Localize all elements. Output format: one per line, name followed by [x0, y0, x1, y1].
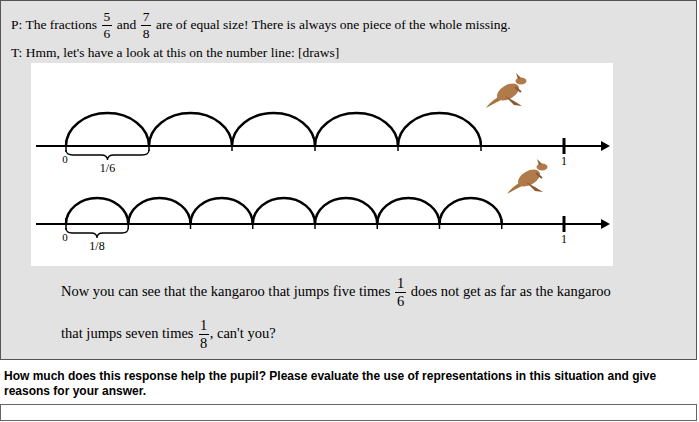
fraction-denominator: 6 [397, 294, 404, 309]
number-line-illustration [31, 63, 613, 266]
transcript-text: Now you can see that the kangaroo that j… [61, 284, 390, 300]
axis-label: 1 [561, 155, 567, 168]
transcript-panel: 0 1/6 1 0 1/8 1 P: The fractions 5 6 and 7 8 are of … [0, 0, 697, 360]
fraction-denominator: 8 [143, 27, 150, 41]
fraction-denominator: 6 [103, 27, 110, 41]
question-text: How much does this response help the pup… [4, 369, 694, 399]
transcript-text: P: The fractions [11, 18, 97, 33]
fraction-bar [395, 292, 405, 293]
number-line [36, 113, 610, 160]
fraction-denominator: 8 [200, 336, 207, 351]
fraction-numerator: 1 [397, 276, 404, 291]
fraction-bar [141, 25, 151, 26]
transcript-text: T: Hmm, let's have a look at this on the… [11, 46, 339, 61]
fraction-bar [102, 25, 112, 26]
axis-label: 0 [62, 153, 68, 165]
fraction-label: 1/8 [89, 240, 104, 253]
fraction-label: 1/6 [100, 162, 115, 175]
kangaroo [486, 73, 527, 108]
transcript-text: are of equal size! There is always one p… [156, 18, 511, 33]
fraction-numerator: 1 [200, 318, 207, 333]
axis-label: 0 [62, 231, 68, 243]
fraction-numerator: 7 [143, 10, 150, 24]
axis-label: 1 [561, 233, 567, 246]
number-line-panel: 0 1/6 1 0 1/8 1 [31, 63, 613, 266]
answer-box [0, 404, 697, 421]
fraction-numerator: 5 [103, 10, 110, 24]
transcript-text: does not get as far as the kangaroo [411, 284, 611, 300]
fraction-bar [199, 334, 209, 335]
transcript-text: that jumps seven times [61, 326, 194, 342]
transcript-text: and [117, 18, 137, 33]
number-line [36, 198, 610, 238]
kangaroo [507, 159, 548, 194]
transcript-text: , can't you? [210, 326, 276, 342]
